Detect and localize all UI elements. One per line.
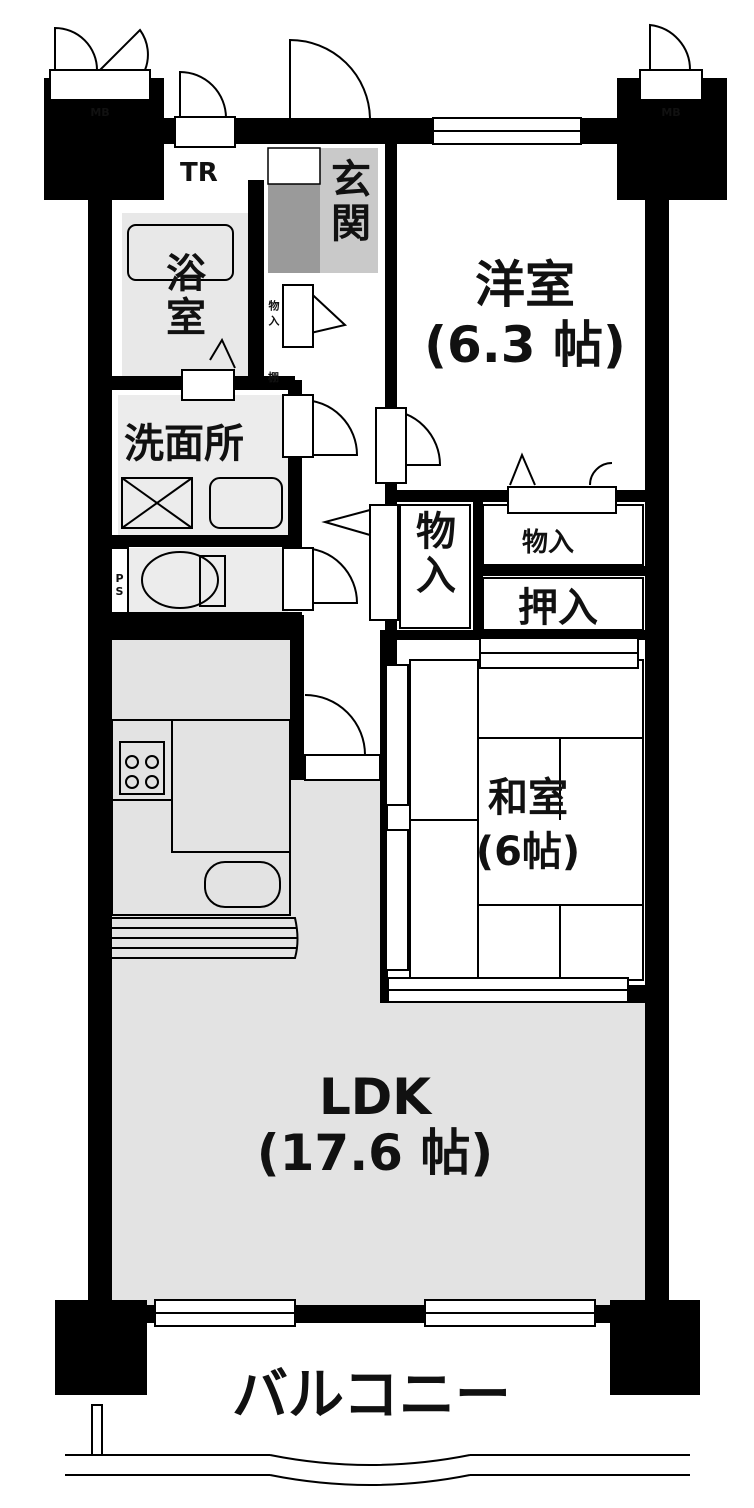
japanese-room-name: 和室: [488, 775, 568, 821]
oshiire-label: 押入: [518, 585, 598, 631]
entrance-label: 玄関: [324, 158, 370, 246]
meter-box-left-label: MB: [90, 106, 110, 119]
western-room-size: (6.3 帖): [424, 316, 626, 374]
bath-floor: [122, 213, 252, 378]
washroom-label: 洗面所: [124, 421, 244, 467]
door-leaves: [282, 284, 407, 781]
toilet-floor: [128, 548, 288, 613]
balcony: [65, 1404, 690, 1486]
ldk-floor: [110, 640, 645, 1305]
shelf-label: 棚: [268, 371, 279, 384]
door-swings: [54, 23, 692, 756]
pipe-space-label: PS: [113, 572, 126, 598]
closet-center-label: 物入: [409, 510, 455, 598]
closet-right-label: 物入: [522, 528, 575, 558]
meter-box-right-label: MB: [661, 106, 681, 119]
closet-small-label: 物入: [267, 300, 280, 330]
trunk-room-label: TR: [180, 158, 218, 188]
ldk-room-name: LDK: [318, 1068, 432, 1126]
japanese-room-size: (6帖): [475, 829, 581, 875]
bath-label: 浴室: [159, 252, 205, 340]
stove: [119, 741, 165, 795]
walls: [44, 78, 727, 1395]
ldk-room-size: (17.6 帖): [256, 1124, 494, 1182]
balcony-label: バルコニー: [232, 1363, 511, 1428]
western-room-name: 洋室: [475, 256, 575, 314]
